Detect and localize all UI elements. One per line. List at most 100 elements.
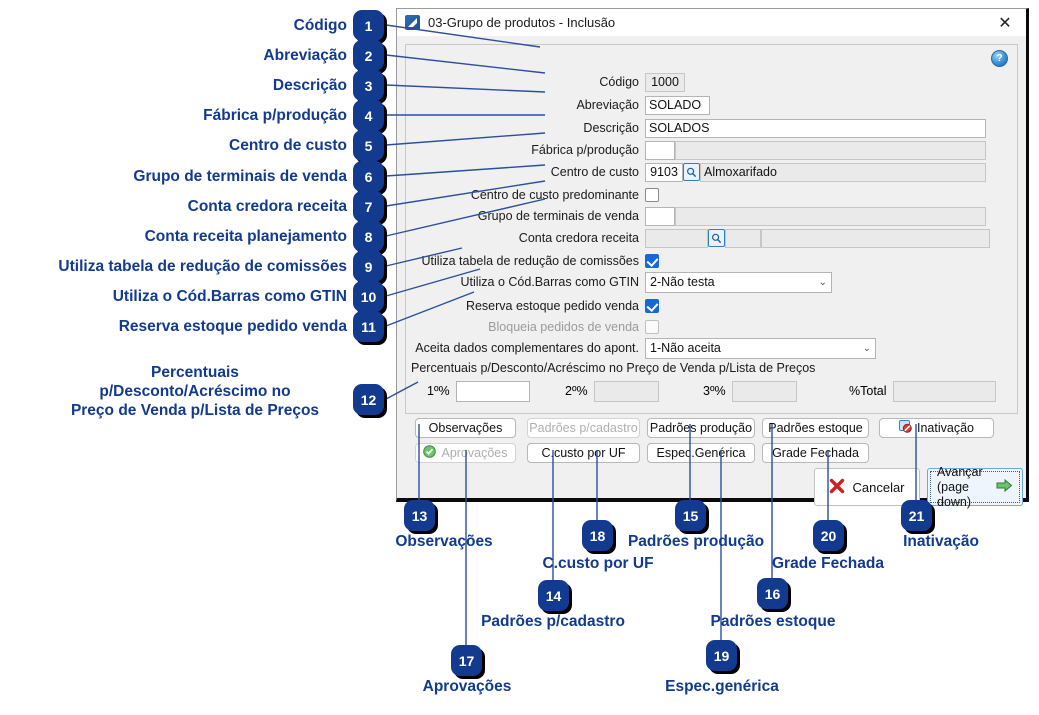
callout-label-13: Observações xyxy=(395,533,493,550)
label-abreviacao: Abreviação xyxy=(576,98,639,112)
search-lupa-icon-centro-custo[interactable] xyxy=(683,163,700,181)
ccusto-uf-button[interactable]: C.custo por UF xyxy=(527,443,640,463)
padroes-cadastro-button: Padrões p/cadastro xyxy=(527,418,640,438)
callout-badge-5: 5 xyxy=(353,130,384,161)
callout-label-5: Centro de custo xyxy=(229,137,347,154)
advance-button[interactable]: Avançar (page down) xyxy=(927,464,1023,509)
advance-button-line2: (page down) xyxy=(937,479,972,509)
callout-badge-11: 11 xyxy=(353,311,384,342)
label-grupo-terminais: Grupo de terminais de venda xyxy=(477,209,639,223)
padroes-producao-button-label: Padrões produção xyxy=(649,421,753,435)
input-descricao[interactable]: SOLADOS xyxy=(645,118,986,138)
inativacao-button[interactable]: Inativação xyxy=(879,418,994,438)
percent-label-total: %Total xyxy=(849,384,887,398)
padroes-estoque-button[interactable]: Padrões estoque xyxy=(762,418,869,438)
label-tabela-reducao-comissoes: Utiliza tabela de redução de comissões xyxy=(421,254,639,268)
callout-label-12: Percentuais p/Desconto/Acréscimo no Preç… xyxy=(70,364,320,419)
field-row-aceita-dados: Aceita dados complementares do apont. 1-… xyxy=(397,337,1026,359)
chevron-down-icon: ⌄ xyxy=(862,342,871,354)
percent-row-2: 2º% xyxy=(565,380,659,402)
percent-label-3: 3º% xyxy=(703,384,726,398)
help-icon[interactable]: ? xyxy=(991,50,1008,67)
input-conta-credora-descricao xyxy=(761,228,990,248)
field-row-bloqueia-pedidos: Bloqueia pedidos de venda xyxy=(397,317,1026,337)
field-row-tabela-reducao-comissoes: Utiliza tabela de redução de comissões xyxy=(397,251,1026,271)
callout-badge-19: 19 xyxy=(706,640,737,671)
dialog-titlebar[interactable]: 03-Grupo de produtos - Inclusão ✕ xyxy=(397,9,1026,36)
cancel-button[interactable]: Cancelar xyxy=(814,468,920,506)
callout-badge-18: 18 xyxy=(582,520,613,551)
aprovacoes-button-label: Aprovações xyxy=(441,446,508,460)
input-fabrica-codigo[interactable] xyxy=(645,140,675,160)
percent-row-1: 1º% xyxy=(427,380,530,402)
checkbox-reserva-estoque[interactable] xyxy=(645,299,659,313)
callout-badge-20: 20 xyxy=(813,520,844,551)
callout-badge-14: 14 xyxy=(538,580,569,611)
chevron-down-icon: ⌄ xyxy=(818,276,827,288)
checkbox-tabela-reducao-comissoes[interactable] xyxy=(645,254,659,268)
aprovacoes-button: Aprovações xyxy=(415,443,516,463)
label-fabrica: Fábrica p/produção xyxy=(531,143,639,157)
select-gtin[interactable]: 2-Não testa ⌄ xyxy=(645,271,832,293)
input-conta-credora-codigo[interactable] xyxy=(645,228,708,248)
callout-badge-9: 9 xyxy=(353,251,384,282)
dialog-title: 03-Grupo de produtos - Inclusão xyxy=(428,15,616,30)
padroes-cadastro-button-label: Padrões p/cadastro xyxy=(529,421,638,435)
callout-label-8: Conta receita planejamento xyxy=(144,228,347,245)
callout-label-20: Grade Fechada xyxy=(772,555,884,572)
cancel-button-label: Cancelar xyxy=(852,479,905,495)
select-aceita-dados[interactable]: 1-Não aceita ⌄ xyxy=(645,337,876,359)
callout-label-17: Aprovações xyxy=(422,678,512,695)
callout-label-9: Utiliza tabela de redução de comissões xyxy=(58,258,347,275)
input-codigo[interactable]: 1000 xyxy=(645,72,685,92)
percent-input-2 xyxy=(593,380,659,402)
ccusto-uf-button-label: C.custo por UF xyxy=(541,446,626,460)
callout-label-11: Reserva estoque pedido venda xyxy=(118,318,347,335)
percent-input-1[interactable] xyxy=(455,380,530,402)
label-conta-credora: Conta credora receita xyxy=(518,231,639,245)
input-centro-custo-descricao: Almoxarifado xyxy=(700,162,986,182)
grade-fechada-button-label: Grade Fechada xyxy=(772,446,859,460)
label-bloqueia-pedidos: Bloqueia pedidos de venda xyxy=(488,320,639,334)
callout-label-14: Padrões p/cadastro xyxy=(481,613,625,630)
field-row-conta-credora: Conta credora receita xyxy=(397,228,1026,248)
callout-badge-3: 3 xyxy=(353,70,384,101)
callout-badge-2: 2 xyxy=(353,40,384,71)
percent-input-total xyxy=(892,380,996,402)
callout-label-18: C.custo por UF xyxy=(542,555,654,572)
app-icon xyxy=(405,15,420,30)
label-aceita-dados: Aceita dados complementares do apont. xyxy=(415,341,639,355)
field-row-grupo-terminais: Grupo de terminais de venda xyxy=(397,206,1026,226)
input-centro-custo-codigo[interactable]: 9103 xyxy=(645,162,683,182)
callout-badge-10: 10 xyxy=(353,281,384,312)
callout-badge-12: 12 xyxy=(353,384,384,415)
label-gtin: Utiliza o Cód.Barras como GTIN xyxy=(460,275,639,289)
field-row-centro-custo-predominante: Centro de custo predominante xyxy=(397,185,1026,205)
field-row-reserva-estoque: Reserva estoque pedido venda xyxy=(397,296,1026,316)
espec-generica-button[interactable]: Espec.Genérica xyxy=(647,443,755,463)
percent-input-3 xyxy=(731,380,797,402)
input-grupo-terminais-codigo[interactable] xyxy=(645,206,675,226)
callout-badge-21: 21 xyxy=(901,500,932,531)
percent-row-3: 3º% xyxy=(703,380,797,402)
input-abreviacao[interactable]: SOLADO xyxy=(645,95,710,115)
input-grupo-terminais-descricao xyxy=(675,206,986,226)
padroes-estoque-button-label: Padrões estoque xyxy=(768,421,863,435)
search-lupa-icon-conta-credora[interactable] xyxy=(708,229,725,247)
label-codigo: Código xyxy=(599,75,639,89)
input-conta-credora-sub[interactable] xyxy=(725,228,761,248)
select-gtin-value: 2-Não testa xyxy=(650,275,715,289)
grade-fechada-button[interactable]: Grade Fechada xyxy=(762,443,869,463)
callout-label-4: Fábrica p/produção xyxy=(203,107,347,124)
field-row-gtin: Utiliza o Cód.Barras como GTIN 2-Não tes… xyxy=(397,271,1026,293)
callout-label-3: Descrição xyxy=(272,77,347,94)
advance-button-line1: Avançar xyxy=(937,464,983,479)
padroes-producao-button[interactable]: Padrões produção xyxy=(647,418,755,438)
inativacao-button-label: Inativação xyxy=(917,421,974,435)
close-icon[interactable]: ✕ xyxy=(998,13,1012,32)
focus-outline xyxy=(930,471,1020,503)
observacoes-button[interactable]: Observações xyxy=(415,418,516,438)
callout-badge-1: 1 xyxy=(353,10,384,41)
callout-label-6: Grupo de terminais de venda xyxy=(133,168,347,185)
checkbox-centro-custo-predominante[interactable] xyxy=(645,188,659,202)
